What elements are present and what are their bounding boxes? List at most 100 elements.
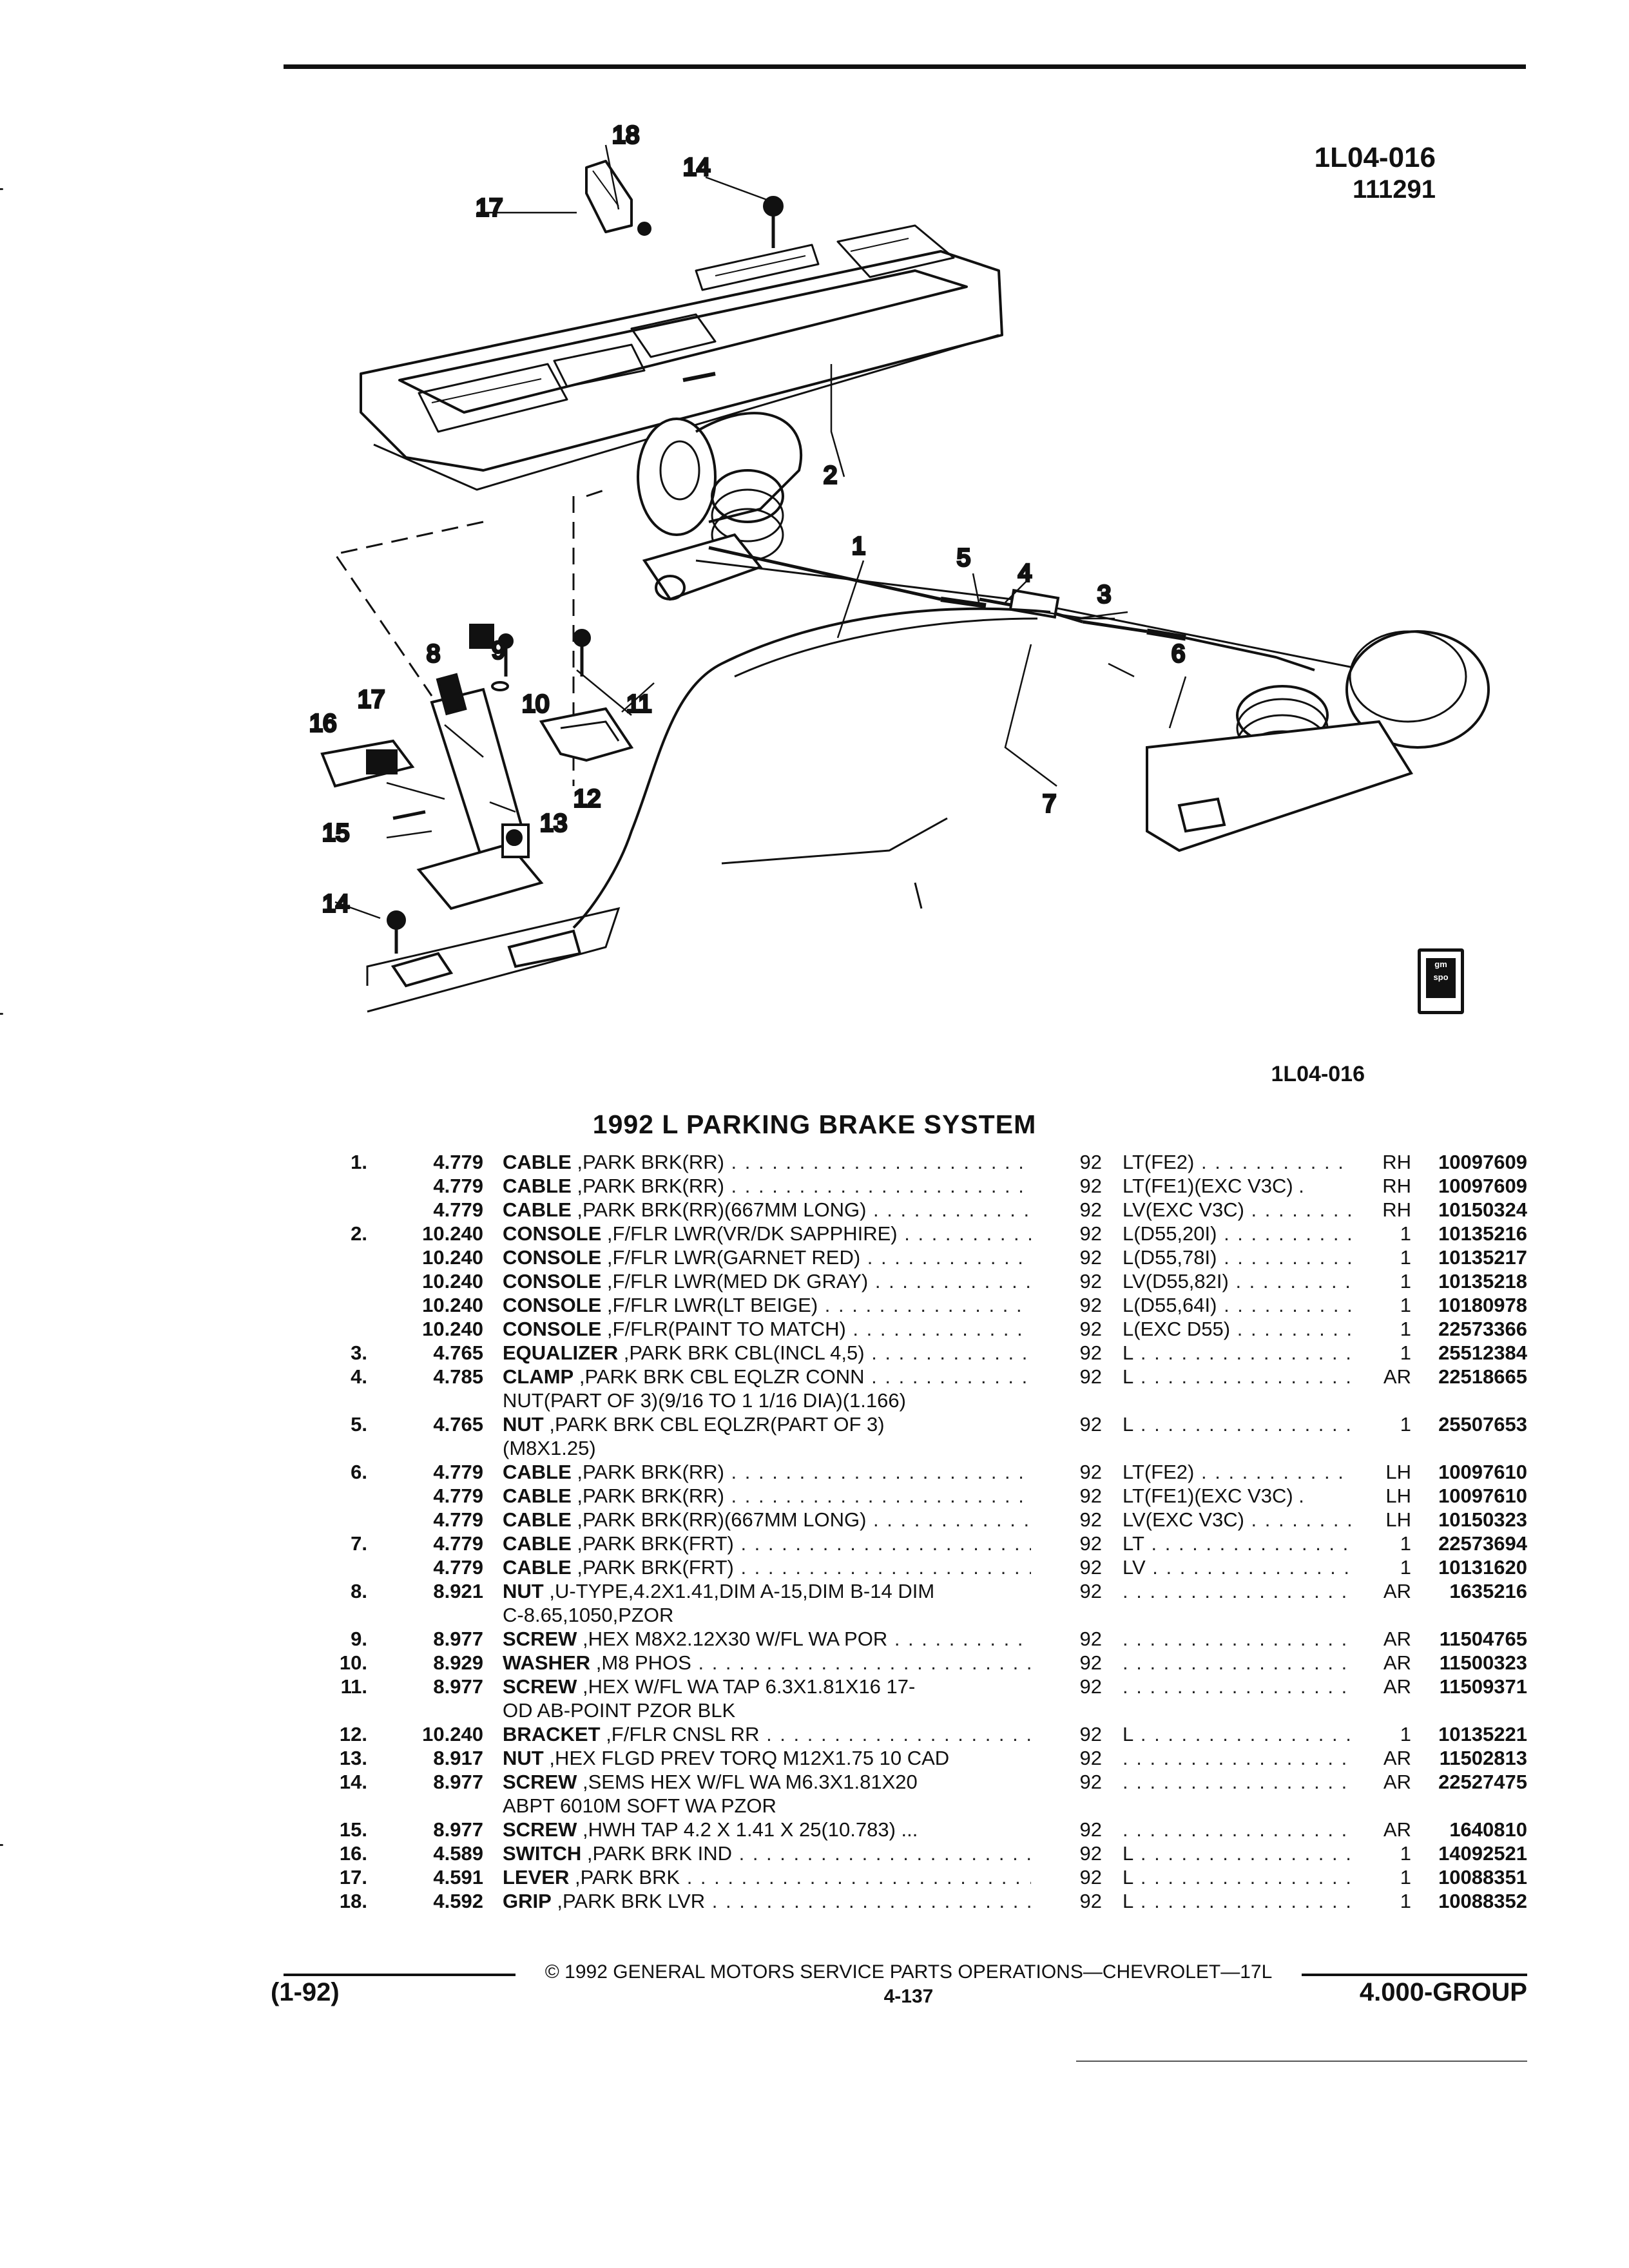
usage: L(D55,64I) . . . . . . . . . . . . . . .… bbox=[1123, 1294, 1351, 1316]
usage: LV(EXC V3C) . . . . . . . . . . . . . . … bbox=[1123, 1198, 1351, 1221]
part-name: CLAMP bbox=[503, 1365, 574, 1388]
part-name: CABLE bbox=[503, 1198, 572, 1221]
group-number: 4.779 bbox=[433, 1198, 483, 1221]
model-year: 92 bbox=[1079, 1890, 1102, 1912]
usage: LT(FE2) . . . . . . . . . . . . . . . . … bbox=[1123, 1461, 1351, 1483]
group-number: 4.779 bbox=[433, 1556, 483, 1579]
description: CONSOLE ,F/FLR LWR(GARNET RED) . . . . .… bbox=[503, 1246, 1031, 1269]
group-number: 4.765 bbox=[433, 1413, 483, 1436]
table-row-continuation: C-8.65,1050,PZOR bbox=[0, 1603, 1629, 1627]
model-year: 92 bbox=[1079, 1151, 1102, 1173]
item-number: 18. bbox=[339, 1890, 367, 1912]
usage-code: LV(EXC V3C) bbox=[1123, 1198, 1244, 1221]
usage-code: L bbox=[1123, 1413, 1134, 1436]
model-year: 92 bbox=[1079, 1771, 1102, 1793]
quantity: 1 bbox=[1400, 1532, 1411, 1555]
model-year: 92 bbox=[1079, 1508, 1102, 1531]
part-number: 22573366 bbox=[1438, 1318, 1527, 1340]
part-description: ,PARK BRK(RR)(667MM LONG) bbox=[577, 1508, 867, 1531]
usage: . . . . . . . . . . . . . . . . . . . . … bbox=[1123, 1818, 1351, 1841]
part-description: ,F/FLR LWR(MED DK GRAY) bbox=[606, 1270, 869, 1293]
binding-mark bbox=[0, 1844, 3, 1846]
description: CONSOLE ,F/FLR(PAINT TO MATCH) . . . . .… bbox=[503, 1318, 1031, 1340]
quantity: 1 bbox=[1400, 1890, 1411, 1912]
quantity: RH bbox=[1382, 1175, 1411, 1197]
usage-code: L bbox=[1123, 1723, 1134, 1745]
part-description: ,SEMS HEX W/FL WA M6.3X1.81X20 bbox=[583, 1771, 918, 1793]
group-number: 4.589 bbox=[433, 1842, 483, 1865]
usage: LV(EXC V3C) . . . . . . . . . . . . . . … bbox=[1123, 1508, 1351, 1531]
part-number: 10097609 bbox=[1438, 1175, 1527, 1197]
description: CONSOLE ,F/FLR LWR(MED DK GRAY) . . . . … bbox=[503, 1270, 1031, 1293]
usage-code: LT(FE1)(EXC V3C) . bbox=[1123, 1485, 1304, 1507]
description: CABLE ,PARK BRK(FRT) . . . . . . . . . .… bbox=[503, 1532, 1031, 1555]
part-description: ,F/FLR CNSL RR bbox=[606, 1723, 760, 1745]
item-number: 7. bbox=[351, 1532, 367, 1555]
model-year: 92 bbox=[1079, 1747, 1102, 1769]
part-number: 10180978 bbox=[1438, 1294, 1527, 1316]
usage-code: L(EXC D55) bbox=[1123, 1318, 1231, 1340]
usage: . . . . . . . . . . . . . . . . . . . . … bbox=[1123, 1651, 1351, 1674]
quantity: 1 bbox=[1400, 1294, 1411, 1316]
part-name: BRACKET bbox=[503, 1723, 601, 1745]
callout-16: 16 bbox=[309, 710, 336, 737]
usage: LT(FE1)(EXC V3C) . bbox=[1123, 1174, 1351, 1198]
part-description: ,PARK BRK(RR) bbox=[577, 1175, 724, 1197]
description: NUT ,PARK BRK CBL EQLZR(PART OF 3) bbox=[503, 1412, 1031, 1436]
usage: L . . . . . . . . . . . . . . . . . . . … bbox=[1123, 1723, 1351, 1745]
part-description: ,PARK BRK IND bbox=[586, 1842, 732, 1865]
part-number: 10150324 bbox=[1438, 1198, 1527, 1221]
usage: L . . . . . . . . . . . . . . . . . . . … bbox=[1123, 1890, 1351, 1912]
table-row-continuation: (M8X1.25) bbox=[0, 1436, 1629, 1460]
part-name: CONSOLE bbox=[503, 1294, 602, 1316]
footer-date-code: (1-92) bbox=[271, 1978, 340, 2006]
group-number: 10.240 bbox=[422, 1270, 483, 1293]
part-description: ,HEX M8X2.12X30 W/FL WA POR bbox=[583, 1628, 888, 1650]
callout-6: 6 bbox=[1171, 640, 1185, 668]
description-continuation: C-8.65,1050,PZOR bbox=[503, 1604, 674, 1626]
part-name: SCREW bbox=[503, 1628, 577, 1650]
part-number: 10097610 bbox=[1438, 1461, 1527, 1483]
gm-spo-logo-text: gm spo bbox=[1426, 958, 1456, 998]
table-row-continuation: ABPT 6010M SOFT WA PZOR bbox=[0, 1794, 1629, 1818]
part-name: WASHER bbox=[503, 1651, 591, 1674]
quantity: AR bbox=[1383, 1365, 1411, 1388]
group-number: 8.921 bbox=[433, 1580, 483, 1602]
callout-19: 18 bbox=[612, 122, 639, 149]
part-number: 11500323 bbox=[1439, 1651, 1527, 1674]
quantity: AR bbox=[1383, 1747, 1411, 1769]
callout-10: 10 bbox=[522, 691, 549, 718]
quantity: 1 bbox=[1400, 1556, 1411, 1579]
group-number: 4.591 bbox=[433, 1866, 483, 1888]
part-number: 11504765 bbox=[1439, 1628, 1527, 1650]
part-description: ,F/FLR LWR(GARNET RED) bbox=[606, 1246, 861, 1269]
table-row-continuation: NUT(PART OF 3)(9/16 TO 1 1/16 DIA)(1.166… bbox=[0, 1389, 1629, 1412]
description-continuation: NUT(PART OF 3)(9/16 TO 1 1/16 DIA)(1.166… bbox=[503, 1389, 906, 1412]
usage: L . . . . . . . . . . . . . . . . . . . … bbox=[1123, 1413, 1351, 1436]
rear-axle-drawing bbox=[637, 412, 1490, 852]
top-rule bbox=[284, 64, 1526, 69]
usage: LV(D55,82I) . . . . . . . . . . . . . . … bbox=[1123, 1270, 1351, 1293]
quantity: 1 bbox=[1400, 1318, 1411, 1340]
description: SCREW ,HWH TAP 4.2 X 1.41 X 25(10.783) .… bbox=[503, 1818, 1031, 1841]
description: SWITCH ,PARK BRK IND . . . . . . . . . .… bbox=[503, 1842, 1031, 1865]
description: CONSOLE ,F/FLR LWR(VR/DK SAPPHIRE) . . .… bbox=[503, 1222, 1031, 1245]
group-number: 10.240 bbox=[422, 1294, 483, 1316]
callout-5: 5 bbox=[957, 544, 970, 572]
part-description: ,F/FLR(PAINT TO MATCH) bbox=[606, 1318, 846, 1340]
part-name: NUT bbox=[503, 1413, 544, 1436]
callout-1: 1 bbox=[852, 533, 865, 560]
model-year: 92 bbox=[1079, 1461, 1102, 1483]
part-name: EQUALIZER bbox=[503, 1341, 619, 1364]
model-year: 92 bbox=[1079, 1818, 1102, 1841]
usage-code: LV(EXC V3C) bbox=[1123, 1508, 1244, 1531]
callout-14-bottom: 14 bbox=[322, 890, 349, 918]
